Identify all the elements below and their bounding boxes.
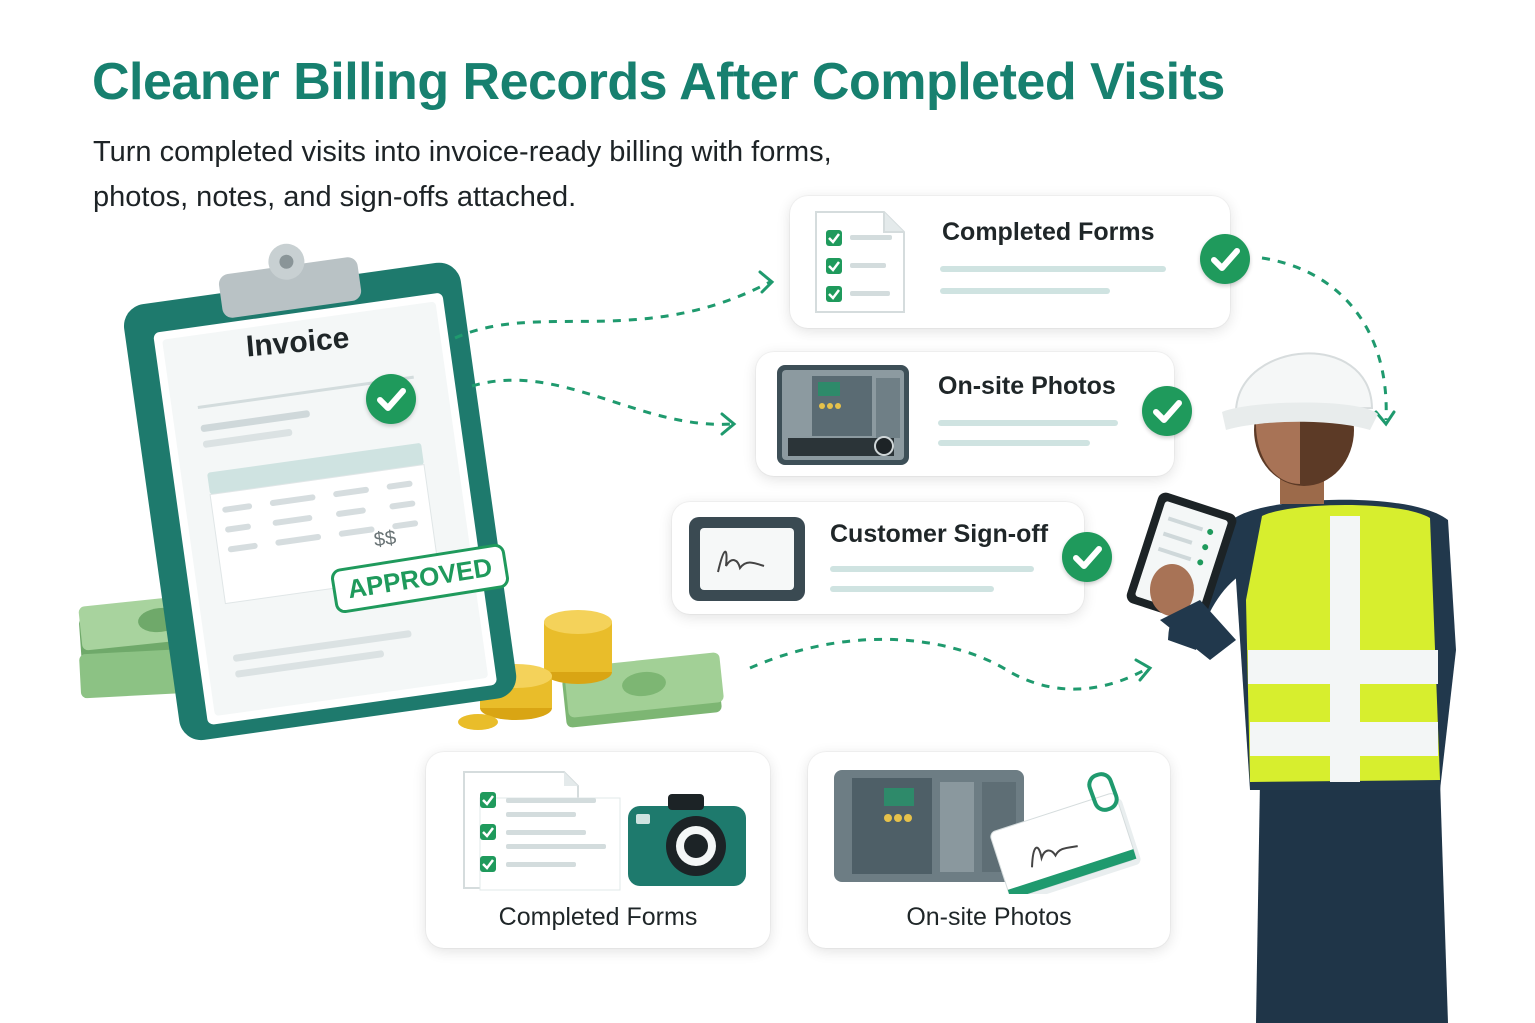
placeholder-line — [940, 288, 1110, 294]
placeholder-line — [830, 566, 1034, 572]
summary-card-photos[interactable]: On-site Photos — [808, 752, 1170, 948]
summary-card-label: Completed Forms — [498, 903, 698, 931]
forms-and-camera-icon — [463, 771, 746, 891]
placeholder-line — [938, 420, 1118, 426]
summary-card-forms[interactable]: Completed Forms — [426, 752, 770, 948]
photos-and-signoff-icon — [834, 770, 1141, 894]
invoice-check-icon — [366, 374, 416, 424]
attachment-label: On-site Photos — [938, 372, 1116, 400]
placeholder-line — [940, 266, 1166, 272]
check-icon — [1062, 532, 1112, 582]
check-icon — [1200, 234, 1250, 284]
summary-card-label: On-site Photos — [906, 903, 1072, 931]
page-title: Cleaner Billing Records After Completed … — [92, 53, 1225, 111]
attachment-card-signoff[interactable]: Customer Sign-off — [672, 502, 1112, 614]
attachment-label: Completed Forms — [942, 218, 1155, 246]
page-subtitle: Turn completed visits into invoice-ready… — [93, 136, 832, 213]
placeholder-line — [830, 586, 994, 592]
check-icon — [1142, 386, 1192, 436]
photo-thumbnail-icon — [777, 365, 909, 465]
attachment-card-forms[interactable]: Completed Forms — [790, 196, 1250, 328]
signature-tablet-icon — [689, 517, 805, 601]
attachment-card-photos[interactable]: On-site Photos — [756, 352, 1192, 476]
form-document-icon — [815, 211, 905, 313]
placeholder-line — [938, 440, 1090, 446]
attachment-label: Customer Sign-off — [830, 520, 1049, 548]
